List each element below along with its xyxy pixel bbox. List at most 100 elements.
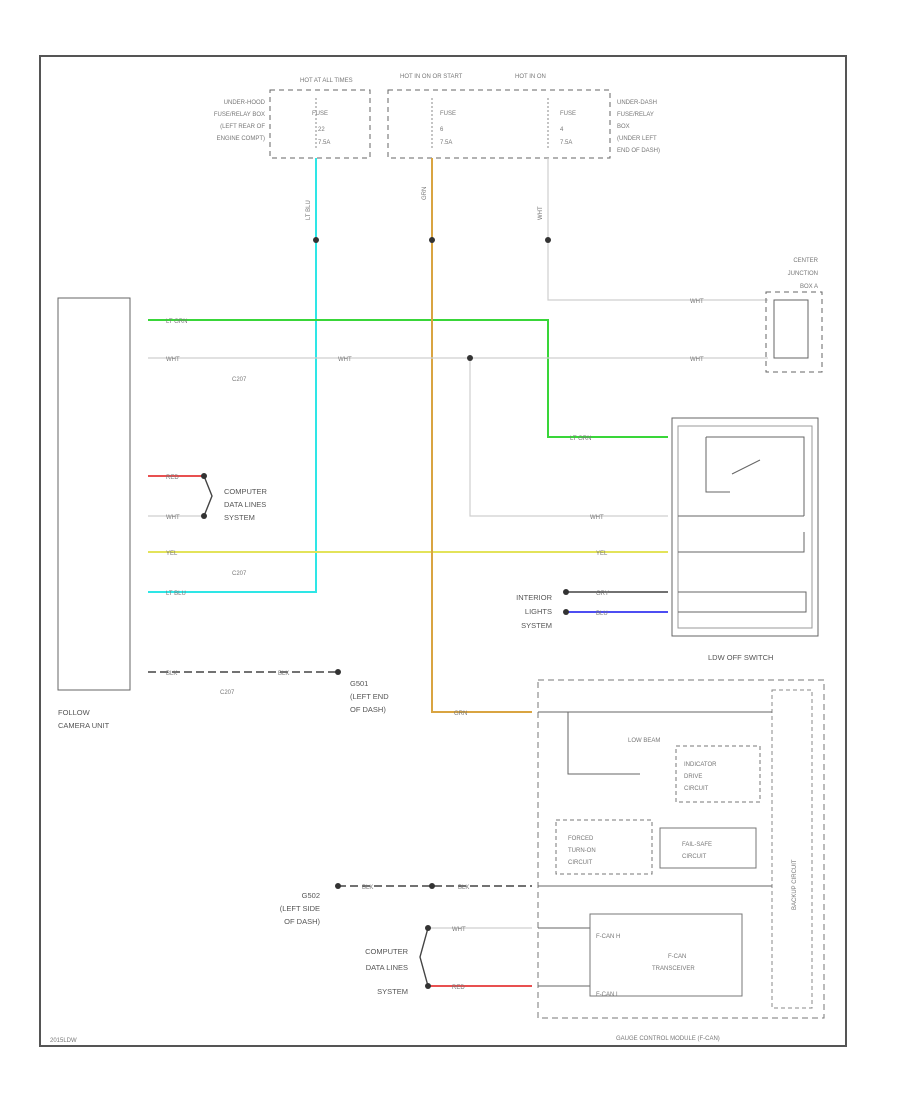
wire-labels: LT GRN WHT WHT WHT WHT RED WHT YEL YEL L…: [166, 187, 704, 991]
label-grn-vertical: GRN: [422, 187, 428, 200]
computer-data-bottom-2: DATA LINES: [366, 963, 408, 972]
label-wht-5: WHT: [166, 515, 180, 521]
gauge-internal-wiring: [538, 711, 772, 987]
computer-data-bottom-1: COMPUTER: [365, 947, 409, 956]
computer-data-left-1: COMPUTER: [224, 487, 268, 496]
center-junction-2: JUNCTION: [788, 271, 818, 277]
underhood-line-3: (LEFT REAR OF: [220, 124, 265, 130]
wire-lt-grn: [148, 319, 668, 438]
fuse-a-number: 22: [318, 127, 325, 133]
connector-label-a: C207: [232, 377, 247, 383]
label-blk-2: BLK: [278, 671, 289, 677]
fuse-area: HOT AT ALL TIMES HOT IN ON OR START HOT …: [214, 74, 660, 159]
label-grn: GRN: [454, 711, 467, 717]
fcan-transceiver-box: [589, 913, 743, 997]
forced-label-3: CIRCUIT: [568, 860, 593, 866]
fuse-b-number: 6: [440, 127, 444, 133]
ldw-switch-contacts: [705, 436, 805, 516]
center-junction-inner: [773, 299, 809, 359]
forced-label-1: FORCED: [568, 836, 594, 842]
wire-wht-top: [547, 158, 768, 301]
diagram-frame: [39, 55, 847, 1047]
camera-unit-label-2: CAMERA UNIT: [58, 721, 110, 730]
fuse-a-label: FUSE: [312, 111, 328, 117]
ldw-switch-outer: [671, 417, 819, 637]
fcan-b-label: F-CAN L: [596, 992, 620, 998]
hot-in-on-or-start-label: HOT IN ON OR START: [400, 74, 463, 80]
label-wht-4: WHT: [690, 357, 704, 363]
ldw-illum-circuit: [678, 591, 807, 613]
gauge-module-title: GAUGE CONTROL MODULE (F-CAN): [616, 1036, 720, 1042]
underdash-line-3: BOX: [617, 124, 630, 130]
forced-circuit-box: [555, 819, 653, 875]
fuse-a-rating: 7.5A: [318, 140, 330, 146]
computer-data-left-3: SYSTEM: [224, 513, 255, 522]
failsafe-label-1: FAIL-SAFE: [682, 842, 712, 848]
underhood-line-2: FUSE/RELAY BOX: [214, 112, 265, 118]
failsafe-label-2: CIRCUIT: [682, 854, 707, 860]
label-red: RED: [166, 475, 179, 481]
camera-unit-box: [57, 297, 131, 691]
transceiver-label-2: TRANSCEIVER: [652, 966, 695, 972]
page-id: 2015LDW: [50, 1038, 77, 1044]
label-blk-4: BLK: [458, 885, 469, 891]
fuse-b-label: FUSE: [440, 111, 456, 117]
hot-at-all-times-label: HOT AT ALL TIMES: [300, 78, 353, 84]
low-beam-label: LOW BEAM: [628, 738, 660, 744]
label-lt-blu: LT BLU: [166, 591, 186, 597]
ground-g502-2: (LEFT SIDE: [280, 904, 320, 913]
label-lt-blu-vertical: LT BLU: [306, 200, 312, 220]
label-red-2: RED: [452, 985, 465, 991]
fuse-b-rating: 7.5A: [440, 140, 452, 146]
gauge-module-box: [537, 679, 825, 1019]
label-wht: WHT: [166, 357, 180, 363]
camera-unit-label-1: FOLLOW: [58, 708, 91, 717]
label-blu: BLU: [596, 611, 608, 617]
label-blk-3: BLK: [362, 885, 373, 891]
label-lt-grn-2: LT GRN: [570, 436, 591, 442]
transceiver-label-1: F-CAN: [668, 954, 686, 960]
label-yel: YEL: [166, 551, 178, 557]
center-junction-1: CENTER: [793, 258, 818, 264]
label-wht-vertical: WHT: [538, 206, 544, 220]
underhood-line-1: UNDER-HOOD: [224, 100, 266, 106]
ldw-led-circuit: [678, 532, 805, 553]
wire-grn-orange: [431, 158, 532, 713]
fuse-c-number: 4: [560, 127, 564, 133]
indicator-circuit-box: [675, 745, 761, 803]
ldw-switch-inner: [677, 425, 813, 629]
underdash-line-2: FUSE/RELAY: [617, 112, 654, 118]
gray-wires: [148, 158, 768, 929]
underdash-line-1: UNDER-DASH: [617, 100, 657, 106]
ground-g501-2: (LEFT END: [350, 692, 389, 701]
ldw-switch-label: LDW OFF SWITCH: [708, 653, 773, 662]
connector-label-c: C207: [220, 690, 235, 696]
label-wht-2: WHT: [338, 357, 352, 363]
center-junction-3: BOX A: [800, 284, 818, 290]
interior-lights-3: SYSTEM: [521, 621, 552, 630]
data-lines-bracket-left: [203, 475, 213, 517]
forced-label-2: TURN-ON: [568, 848, 596, 854]
wire-lt-blu: [148, 158, 317, 593]
computer-data-bottom-3: SYSTEM: [377, 987, 408, 996]
underdash-line-4: (UNDER LEFT: [617, 136, 657, 142]
fuse-c-rating: 7.5A: [560, 140, 572, 146]
indicator-label-3: CIRCUIT: [684, 786, 709, 792]
underdash-line-5: END OF DASH): [617, 148, 660, 154]
indicator-label-1: INDICATOR: [684, 762, 717, 768]
gauge-side-box: [771, 689, 813, 1009]
label-wht-3: WHT: [690, 299, 704, 305]
wire-wht-3: [469, 358, 668, 517]
wires: [148, 158, 668, 987]
label-blk: BLK: [166, 671, 177, 677]
underhood-fuse-box-outline: [269, 89, 371, 159]
label-gry: GRY: [596, 591, 609, 597]
connector-label-b: C207: [232, 571, 247, 577]
data-lines-bracket-bottom: [419, 927, 429, 987]
fuse-c-label: FUSE: [560, 111, 576, 117]
interior-lights-2: LIGHTS: [525, 607, 552, 616]
computer-data-left-2: DATA LINES: [224, 500, 266, 509]
ground-g502-3: OF DASH): [284, 917, 320, 926]
label-wht-7: WHT: [452, 927, 466, 933]
